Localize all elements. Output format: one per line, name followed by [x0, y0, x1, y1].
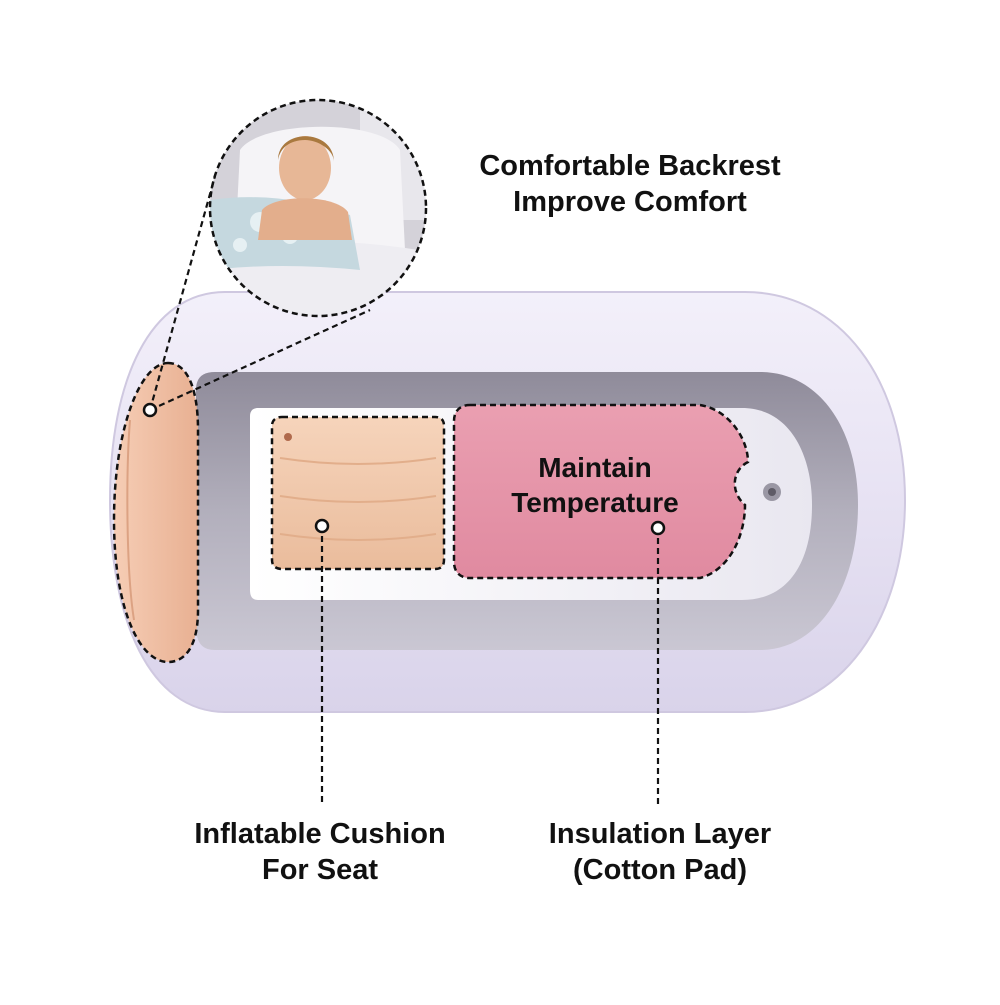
- drain-valve-icon: [763, 483, 781, 501]
- leader-backrest-upper: [148, 175, 217, 411]
- dot-insulation: [650, 520, 666, 536]
- callout-temperature-line2: Temperature: [511, 487, 679, 518]
- leader-lines: [148, 175, 660, 806]
- callout-dots: [142, 402, 666, 536]
- dot-backrest: [142, 402, 158, 418]
- callout-insulation-line2: (Cotton Pad): [573, 854, 747, 887]
- callout-backrest: Comfortable Backrest Improve Comfort: [440, 148, 820, 221]
- callout-cushion-line2: For Seat: [261, 854, 379, 887]
- callout-insulation: Insulation Layer (Cotton Pad): [520, 816, 800, 889]
- dot-cushion: [314, 518, 330, 534]
- callout-backrest-line1: Comfortable Backrest: [479, 150, 781, 182]
- callout-cushion: Inflatable Cushion For Seat: [160, 816, 480, 889]
- callout-temperature-line1: Maintain: [538, 452, 652, 483]
- backrest-closeup-photo: [208, 98, 428, 318]
- seat-cushion: [270, 415, 446, 571]
- callout-cushion-line1: Inflatable Cushion: [194, 818, 446, 850]
- leader-backrest-lower: [149, 308, 371, 412]
- backrest-pillow: [112, 361, 200, 664]
- callout-temperature: Maintain Temperature: [470, 450, 720, 520]
- callout-backrest-line2: Improve Comfort: [513, 186, 747, 219]
- callout-insulation-line1: Insulation Layer: [548, 818, 772, 850]
- insulation-pad: [452, 403, 750, 580]
